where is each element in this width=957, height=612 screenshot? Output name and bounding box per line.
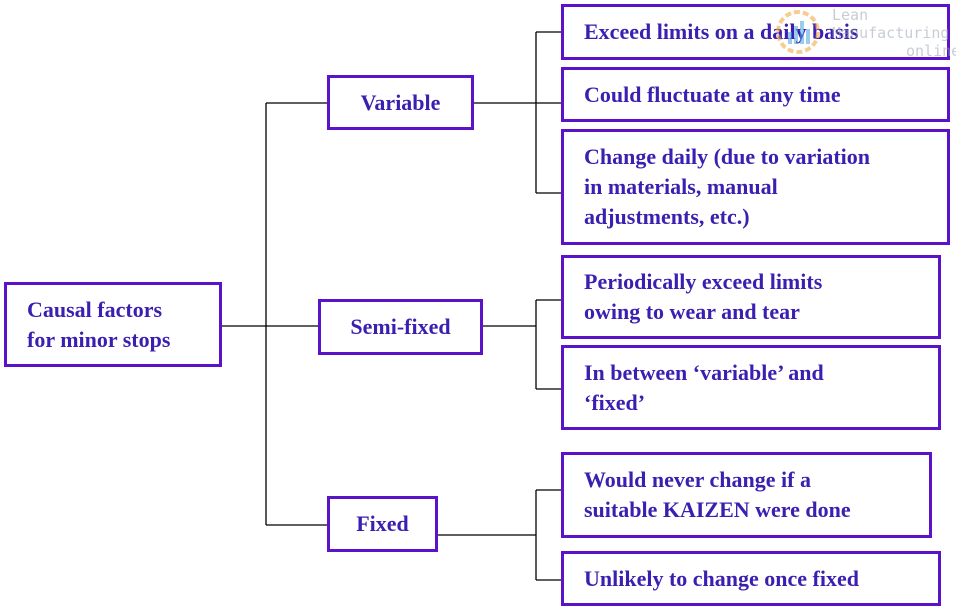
factor-text-line: owing to wear and tear [584,299,800,324]
factor-text-line: in materials, manual [584,174,778,199]
gear-icon [776,10,820,54]
root-node: Causal factors for minor stops [4,282,222,367]
factor-periodically-exceed: Periodically exceed limits owing to wear… [561,255,941,339]
factor-text-line: Would never change if a [584,467,811,492]
category-label: Fixed [356,511,409,536]
factor-text-line: Periodically exceed limits [584,269,823,294]
factor-text-line: In between ‘variable’ and [584,359,824,385]
watermark-logo: Lean Manufacturing online [776,6,956,60]
factor-text-line: Change daily (due to variation [584,144,871,169]
factor-never-change: Would never change if a suitable KAIZEN … [561,452,932,538]
watermark-line: online [906,42,956,60]
factor-in-between: In between ‘variable’ and ‘fixed’ [561,345,941,430]
factor-text-line: suitable KAIZEN were done [584,497,851,522]
factor-unlikely-change: Unlikely to change once fixed [561,551,941,606]
factor-text-line: ‘fixed’ [584,389,646,415]
factor-text-line: Unlikely to change once fixed [584,565,859,591]
watermark-line: Manufacturing [832,24,949,42]
root-label-line-2: for minor stops [27,326,171,352]
factor-text-line: Exceed limits on a daily basis [584,19,859,44]
category-fixed: Fixed [327,496,438,552]
category-label: Semi-fixed [350,314,451,339]
factor-text-line: Could fluctuate at any time [584,81,841,107]
factor-daily-limits: Exceed limits on a daily basis [561,4,950,60]
category-label: Variable [360,89,441,115]
factor-fluctuate: Could fluctuate at any time [561,67,950,122]
watermark-line: Lean [832,6,868,24]
category-semi-fixed: Semi-fixed [318,299,483,355]
factor-change-daily: Change daily (due to variation in materi… [561,129,950,245]
category-variable: Variable [327,75,474,130]
factor-text-line: adjustments, etc.) [584,204,750,229]
root-label-line-1: Causal factors [27,296,163,322]
